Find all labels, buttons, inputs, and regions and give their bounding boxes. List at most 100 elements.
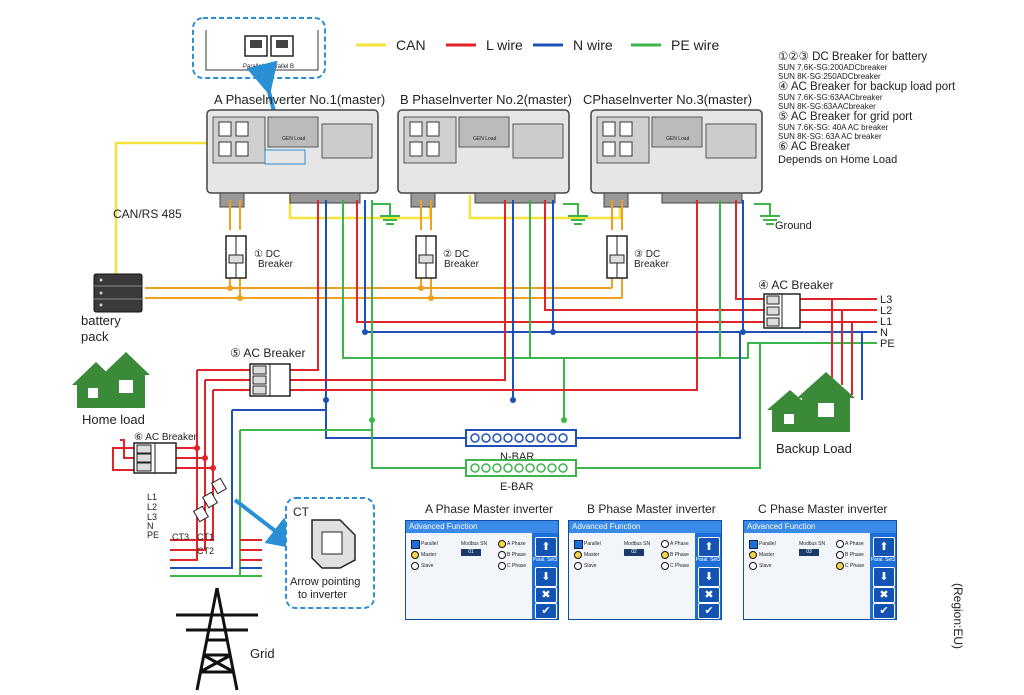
- panel-1-heading: A Phase Master inverter: [425, 502, 553, 516]
- panel-body: Parallel Modbus SN 01 Master Slave A Pha…: [406, 533, 532, 619]
- slave-label: Slave: [421, 563, 434, 569]
- modbus-sn-input[interactable]: 03: [799, 549, 819, 556]
- slave-radio[interactable]: [749, 562, 757, 570]
- confirm-button[interactable]: ✔: [535, 603, 557, 619]
- slave-radio[interactable]: [574, 562, 582, 570]
- cancel-button[interactable]: ✖: [698, 587, 720, 603]
- inverter-2: B Phaselnverter No.2(master) GEN Load: [397, 92, 572, 208]
- master-radio[interactable]: [574, 551, 582, 559]
- svg-text:L2: L2: [880, 305, 892, 317]
- cancel-button[interactable]: ✖: [535, 587, 557, 603]
- inverter-1-title: A Phaselnverter No.1(master): [214, 92, 385, 107]
- phase-a-radio[interactable]: [836, 540, 844, 548]
- panel-sidebar: ⬆ Paral. Set3 ⬇ ✖ ✔: [532, 533, 558, 619]
- dc-breaker-1-label: ① DC: [254, 249, 280, 260]
- master-label: Master: [421, 552, 437, 558]
- parallel-checkbox[interactable]: [749, 540, 758, 549]
- svg-text:L2: L2: [147, 502, 157, 512]
- legend-l-wire: L wire: [486, 37, 523, 53]
- svg-text:L1: L1: [880, 316, 892, 328]
- ac-breaker-6: ⑥ AC Breaker: [133, 432, 198, 474]
- inverter-3-label: GEN Load: [666, 136, 690, 142]
- dc-wiring: [145, 200, 623, 299]
- phase-a-radio[interactable]: [498, 540, 506, 548]
- paral-set-label: Paral. Set3: [695, 557, 721, 563]
- ct-callout-caption-2: to inverter: [298, 589, 347, 601]
- inverter-1-label: GEN Load: [282, 136, 306, 142]
- note-line: SUN 7.6K-SG:200ADCbreaker: [778, 63, 888, 72]
- phase-c-radio[interactable]: [836, 562, 844, 570]
- ground-label: Ground: [775, 220, 812, 232]
- parallel-checkbox[interactable]: [574, 540, 583, 549]
- legend: CAN L wire N wire PE wire: [356, 37, 719, 53]
- pack-label: pack: [81, 329, 109, 344]
- confirm-button[interactable]: ✔: [698, 603, 720, 619]
- note-line: SUN 7.6K-SG:63AACbreaker: [778, 93, 883, 102]
- master-label: Master: [584, 552, 600, 558]
- up-arrow-button[interactable]: ⬆: [873, 537, 895, 557]
- legend-n-wire: N wire: [573, 37, 613, 53]
- up-arrow-button[interactable]: ⬆: [698, 537, 720, 557]
- advanced-function-panel-a: Advanced Function Parallel Modbus SN 01 …: [405, 520, 559, 620]
- parallel-port-label: Parallel AParallel B: [243, 64, 294, 70]
- slave-radio[interactable]: [411, 562, 419, 570]
- advanced-function-panel-c: Advanced Function Parallel Modbus SN 03 …: [743, 520, 897, 620]
- phase-b-radio[interactable]: [498, 551, 506, 559]
- panel-title: Advanced Function: [569, 521, 721, 533]
- ground-symbols: [372, 203, 780, 225]
- master-radio[interactable]: [411, 551, 419, 559]
- master-label: Master: [759, 552, 775, 558]
- cancel-button[interactable]: ✖: [873, 587, 895, 603]
- slave-label: Slave: [584, 563, 597, 569]
- down-arrow-button[interactable]: ⬇: [873, 567, 895, 587]
- svg-text:Breaker: Breaker: [444, 259, 480, 270]
- dc-breaker-2: ② DC Breaker: [415, 235, 480, 279]
- panel-sidebar: ⬆ Paral. Set3 ⬇ ✖ ✔: [870, 533, 896, 619]
- ac-breaker-4-label: ④ AC Breaker: [758, 278, 833, 292]
- up-arrow-button[interactable]: ⬆: [535, 537, 557, 557]
- parallel-checkbox[interactable]: [411, 540, 420, 549]
- home-load-house-icon: [72, 352, 150, 408]
- ct-callout-caption-1: Arrow pointing: [290, 576, 360, 588]
- panel-title: Advanced Function: [406, 521, 558, 533]
- svg-text:L3: L3: [147, 512, 157, 522]
- svg-text:N: N: [147, 521, 154, 531]
- down-arrow-button[interactable]: ⬇: [535, 567, 557, 587]
- phase-c-radio[interactable]: [498, 562, 506, 570]
- ac-breaker-4: ④ AC Breaker: [758, 278, 833, 329]
- modbus-sn-input[interactable]: 02: [624, 549, 644, 556]
- phase-a-label: A Phase: [507, 541, 526, 547]
- phase-a-label: A Phase: [845, 541, 864, 547]
- battery-pack-icon: [93, 273, 143, 313]
- modbus-sn-input[interactable]: 01: [461, 549, 481, 556]
- note-line: SUN 8K-SG:63AACbreaker: [778, 101, 876, 111]
- phase-b-radio[interactable]: [836, 551, 844, 559]
- note-line: SUN 7.6K-SG: 40A AC breaker: [778, 123, 889, 132]
- note-line: Depends on Home Load: [778, 154, 898, 166]
- confirm-button[interactable]: ✔: [873, 603, 895, 619]
- note-line: SUN 8K-SG: 63A AC breaker: [778, 131, 882, 141]
- note-line: ⑤ AC Breaker for grid port: [778, 111, 913, 123]
- grid-wiring: [112, 200, 698, 577]
- e-bar-label: E-BAR: [500, 481, 534, 493]
- ct2-label: CT2: [197, 546, 214, 556]
- master-radio[interactable]: [749, 551, 757, 559]
- can-rs485-label: CAN/RS 485: [113, 207, 182, 221]
- e-bar: E-BAR: [465, 459, 577, 493]
- phase-a-radio[interactable]: [661, 540, 669, 548]
- inverter-3-title: CPhaselnverter No.3(master): [583, 92, 752, 107]
- dc-breaker-2-label: ② DC: [443, 249, 469, 260]
- phase-b-label: B Phase: [670, 552, 689, 558]
- note-line: ④ AC Breaker for backup load port: [778, 81, 956, 93]
- svg-text:N: N: [880, 327, 888, 339]
- backup-load-house-icon: [767, 372, 855, 432]
- grid-phase-labels: L1 L2 L3 N PE: [147, 492, 159, 540]
- svg-text:PE: PE: [147, 530, 159, 540]
- battery-label: battery: [81, 313, 121, 328]
- phase-c-radio[interactable]: [661, 562, 669, 570]
- panel-body: Parallel Modbus SN 03 Master Slave A Pha…: [744, 533, 870, 619]
- svg-text:Breaker: Breaker: [634, 259, 670, 270]
- down-arrow-button[interactable]: ⬇: [698, 567, 720, 587]
- phase-b-radio[interactable]: [661, 551, 669, 559]
- phase-c-label: C Phase: [670, 563, 690, 569]
